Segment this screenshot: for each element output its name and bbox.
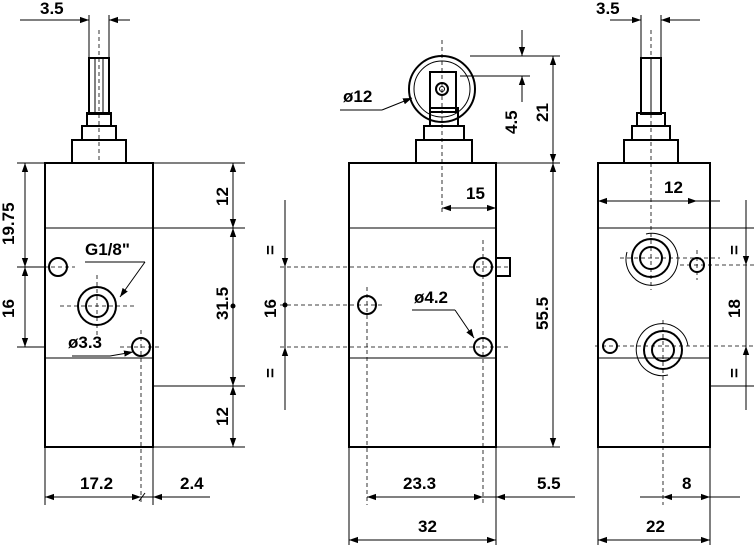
dim-55: 5.5 <box>537 474 561 493</box>
dim-45: 4.5 <box>502 110 521 134</box>
right-eq-top: = <box>725 245 744 255</box>
right-eq-bottom: = <box>725 368 744 378</box>
middle-view: ø12 4.5 21 55.5 15 = 16 = ø4.2 23.3 5.5 … <box>261 30 575 545</box>
eq-bottom: = <box>261 368 280 378</box>
dim-32: 32 <box>418 517 437 536</box>
left-height-16: 16 <box>0 299 18 318</box>
dim-555: 55.5 <box>533 297 552 330</box>
left-height-1975: 19.75 <box>0 202 18 245</box>
left-view: 3.5 19.75 16 G1/8" ø3.3 17.2 2.4 <box>0 0 210 505</box>
right-view: 3.5 12 = 18 = 8 22 <box>595 0 754 545</box>
right-dim-18: 18 <box>725 299 744 318</box>
right-body <box>597 162 711 448</box>
left-bottom-172: 17.2 <box>80 474 113 493</box>
left-hole-label: ø3.3 <box>68 333 102 352</box>
roller-dia-label: ø12 <box>343 87 372 106</box>
hole-42-label: ø4.2 <box>414 288 448 307</box>
middle-height-dims: 12 31.5 12 <box>153 162 245 448</box>
left-bottom-24: 2.4 <box>180 474 204 493</box>
right-dim-8: 8 <box>682 474 691 493</box>
right-dim-22: 22 <box>646 517 665 536</box>
dim-15: 15 <box>466 184 485 203</box>
dim-12-bottom: 12 <box>213 407 232 426</box>
eq-top: = <box>261 245 280 255</box>
left-port-label: G1/8" <box>85 240 130 259</box>
left-width-label: 3.5 <box>40 0 64 18</box>
dim-21: 21 <box>533 103 552 122</box>
dim-16: 16 <box>261 299 280 318</box>
dim-12-top: 12 <box>213 187 232 206</box>
dim-233: 23.3 <box>403 474 436 493</box>
dim-315: 31.5 <box>213 287 232 320</box>
right-dim-12: 12 <box>664 178 683 197</box>
left-body <box>44 162 154 448</box>
right-width-label: 3.5 <box>596 0 620 18</box>
